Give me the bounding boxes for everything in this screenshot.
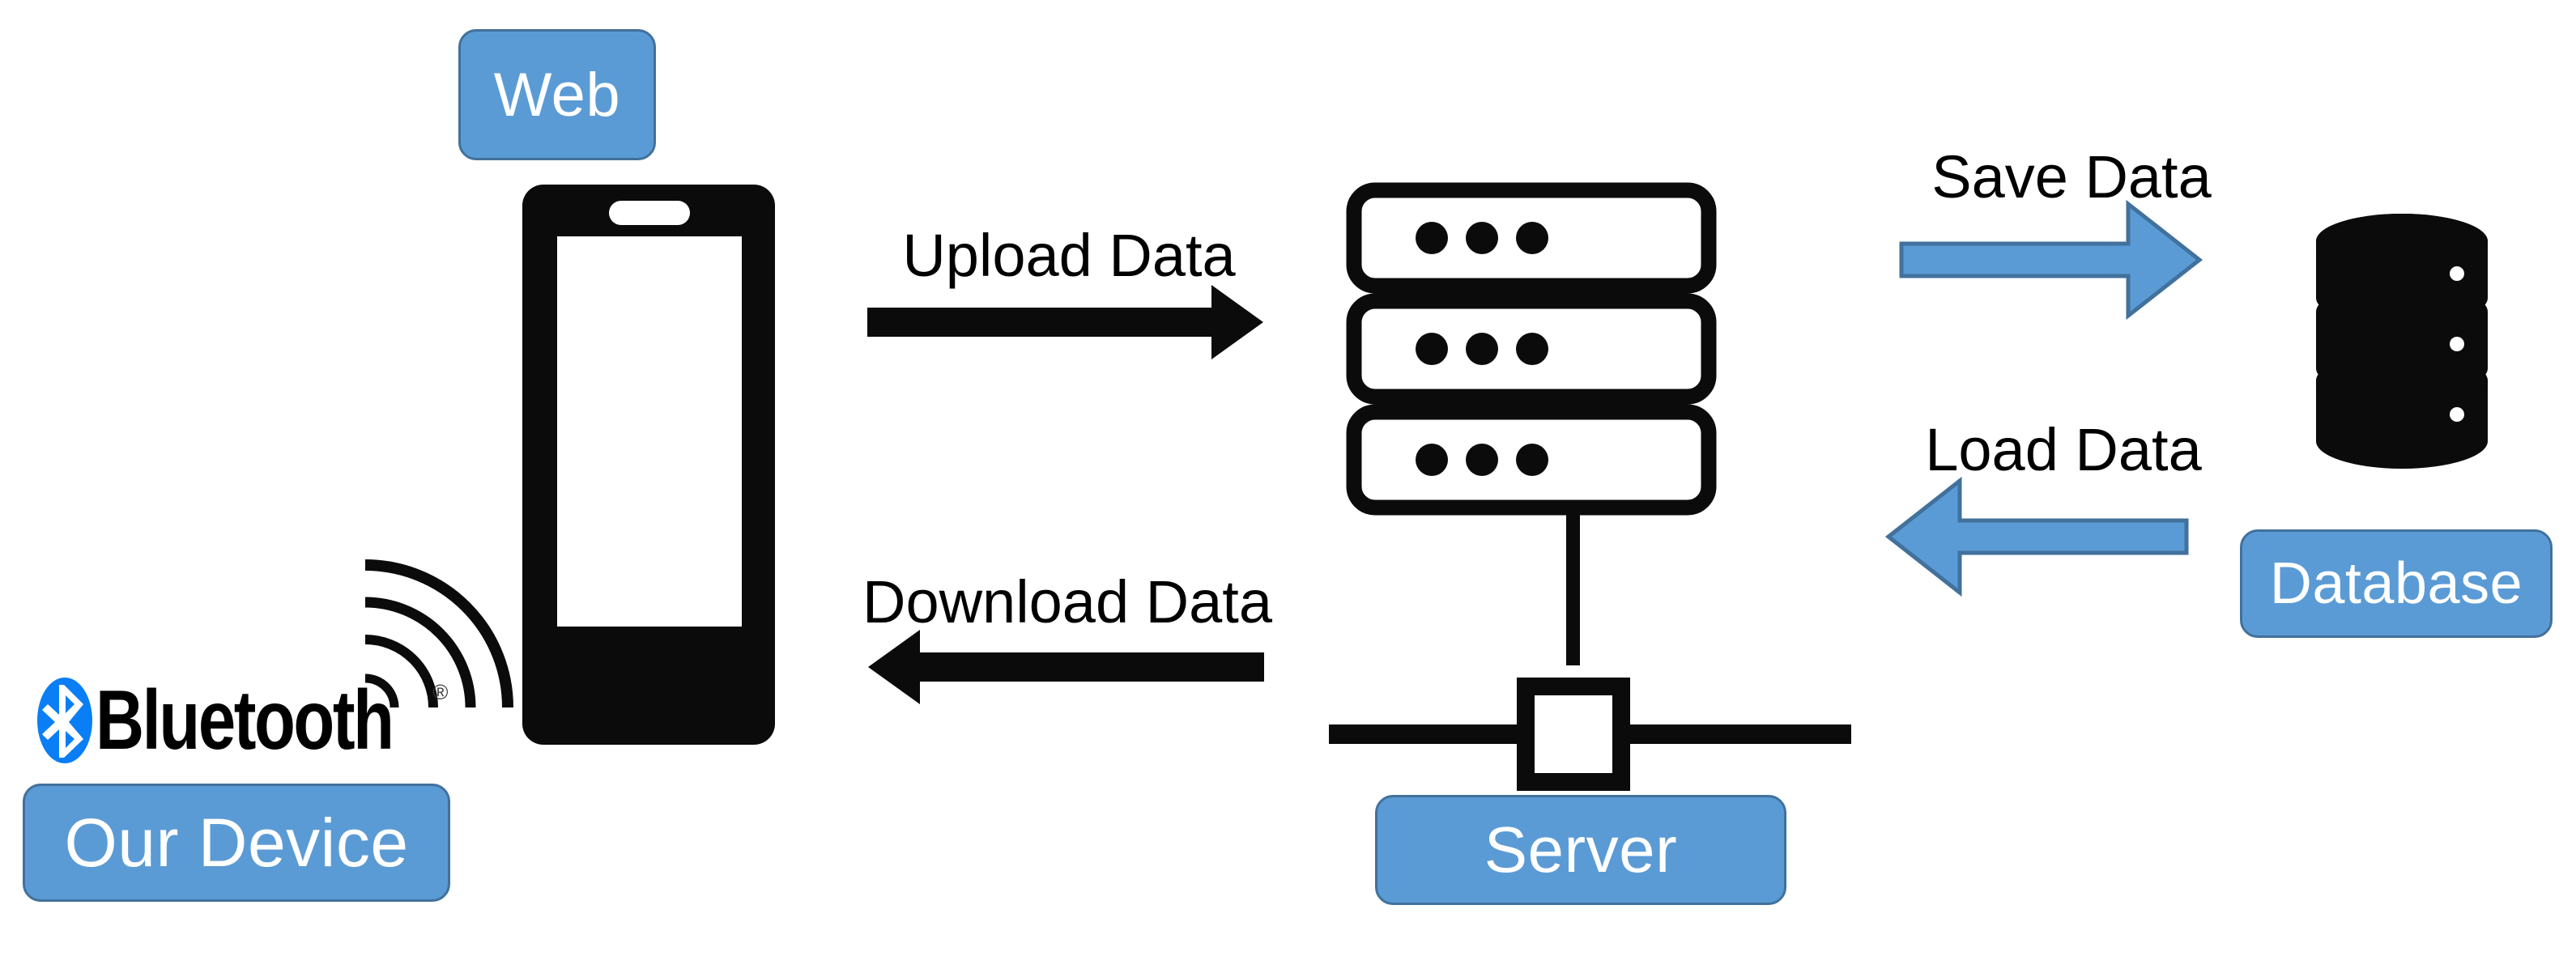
bluetooth-icon: [37, 678, 92, 763]
upload-data-text: Upload Data: [902, 221, 1236, 289]
download-data-text: Download Data: [862, 567, 1272, 635]
node-label-server: Server: [1484, 814, 1678, 886]
node-chip-web[interactable]: Web: [458, 29, 656, 160]
bluetooth-wordmark-text: Bluetooth: [96, 673, 394, 767]
smartphone-icon: [522, 185, 775, 745]
node-chip-our-device[interactable]: Our Device: [23, 784, 450, 902]
database-cylinder-icon: [2316, 214, 2488, 469]
load-data-text: Load Data: [1925, 415, 2202, 483]
load-data-arrow-icon: [1884, 476, 2189, 597]
save-data-arrow-icon: [1899, 199, 2203, 321]
node-chip-server[interactable]: Server: [1375, 795, 1786, 905]
registered-trademark-symbol: ®: [432, 680, 449, 704]
server-rack-icon: [1329, 182, 1851, 791]
upload-data-arrow-icon: [867, 285, 1263, 359]
edge-label-save-data: Save Data: [1926, 142, 2217, 211]
download-data-arrow-icon: [868, 630, 1264, 704]
node-label-web: Web: [493, 60, 621, 130]
wireless-signal-icon: [364, 559, 513, 708]
bluetooth-wordmark: Bluetooth ®: [96, 678, 448, 763]
edge-label-upload-data: Upload Data: [899, 220, 1239, 290]
save-data-text: Save Data: [1931, 142, 2212, 210]
node-label-our-device: Our Device: [64, 804, 409, 881]
edge-label-load-data: Load Data: [1918, 414, 2209, 484]
edge-label-download-data: Download Data: [862, 567, 1272, 636]
node-chip-database[interactable]: Database: [2240, 529, 2553, 638]
node-label-database: Database: [2269, 551, 2523, 616]
